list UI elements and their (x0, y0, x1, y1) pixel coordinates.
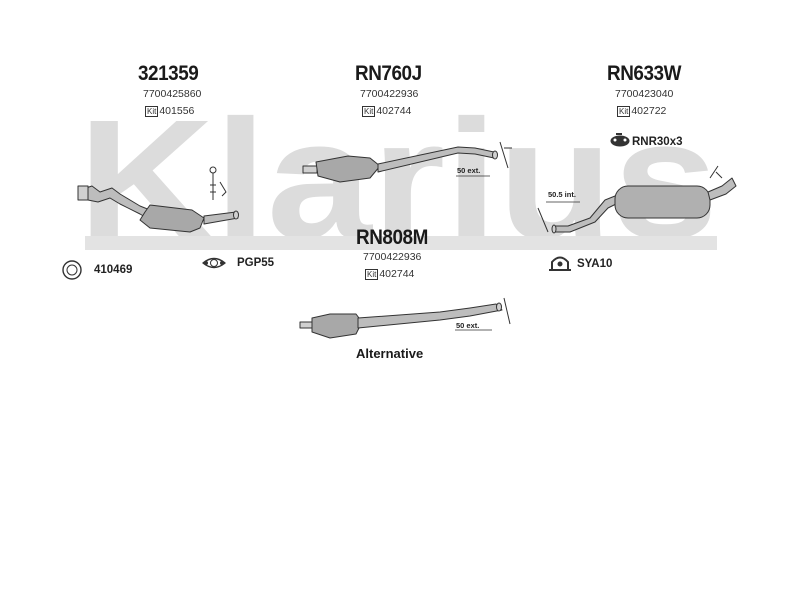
extension-label: 50 ext. (456, 321, 480, 330)
accessory-label-rnr30x3: RNR30x3 (632, 136, 683, 148)
alternative-label: Alternative (356, 346, 424, 361)
kit-value: 401556 (159, 105, 195, 117)
kit-value: 402744 (379, 268, 415, 280)
oem-number: 7700422936 (363, 251, 422, 263)
extension-label: 50.5 int. (548, 190, 576, 199)
part-number-rn760j: RN760J (355, 62, 422, 85)
part-number-rn633w: RN633W (607, 62, 681, 85)
part-number-rn808m: RN808M (356, 226, 428, 249)
accessory-label-pgp55: PGP55 (237, 257, 275, 269)
gasket-ring-icon (62, 260, 82, 280)
alternative-silencer-drawing (299, 297, 511, 339)
oem-number: 7700423040 (615, 88, 674, 100)
kit-value: 402722 (631, 105, 667, 117)
front-pipe-catalyst-drawing (77, 166, 239, 233)
kit-value: 402744 (376, 105, 412, 117)
accessory-label-sya10: SYA10 (577, 258, 613, 270)
kit-tag: Kit (617, 105, 631, 117)
kit-number: Kit 402744 (365, 268, 414, 280)
kit-tag: Kit (145, 105, 159, 117)
kit-number: Kit 402744 (362, 105, 411, 117)
accessory-label-410469: 410469 (94, 264, 133, 276)
kit-tag: Kit (362, 105, 376, 117)
middle-pipe-catalyst-drawing (302, 141, 512, 183)
oem-number: 7700422936 (360, 88, 419, 100)
rubber-mount-icon (610, 133, 630, 147)
rear-silencer-drawing (537, 165, 737, 234)
kit-tag: Kit (365, 268, 379, 280)
part-number-321359: 321359 (138, 62, 199, 85)
kit-number: Kit 401556 (145, 105, 194, 117)
oem-number: 7700425860 (143, 88, 202, 100)
extension-label: 50 ext. (457, 166, 481, 175)
flange-gasket-icon (202, 257, 226, 269)
clamp-icon (549, 256, 571, 271)
kit-number: Kit 402722 (617, 105, 666, 117)
